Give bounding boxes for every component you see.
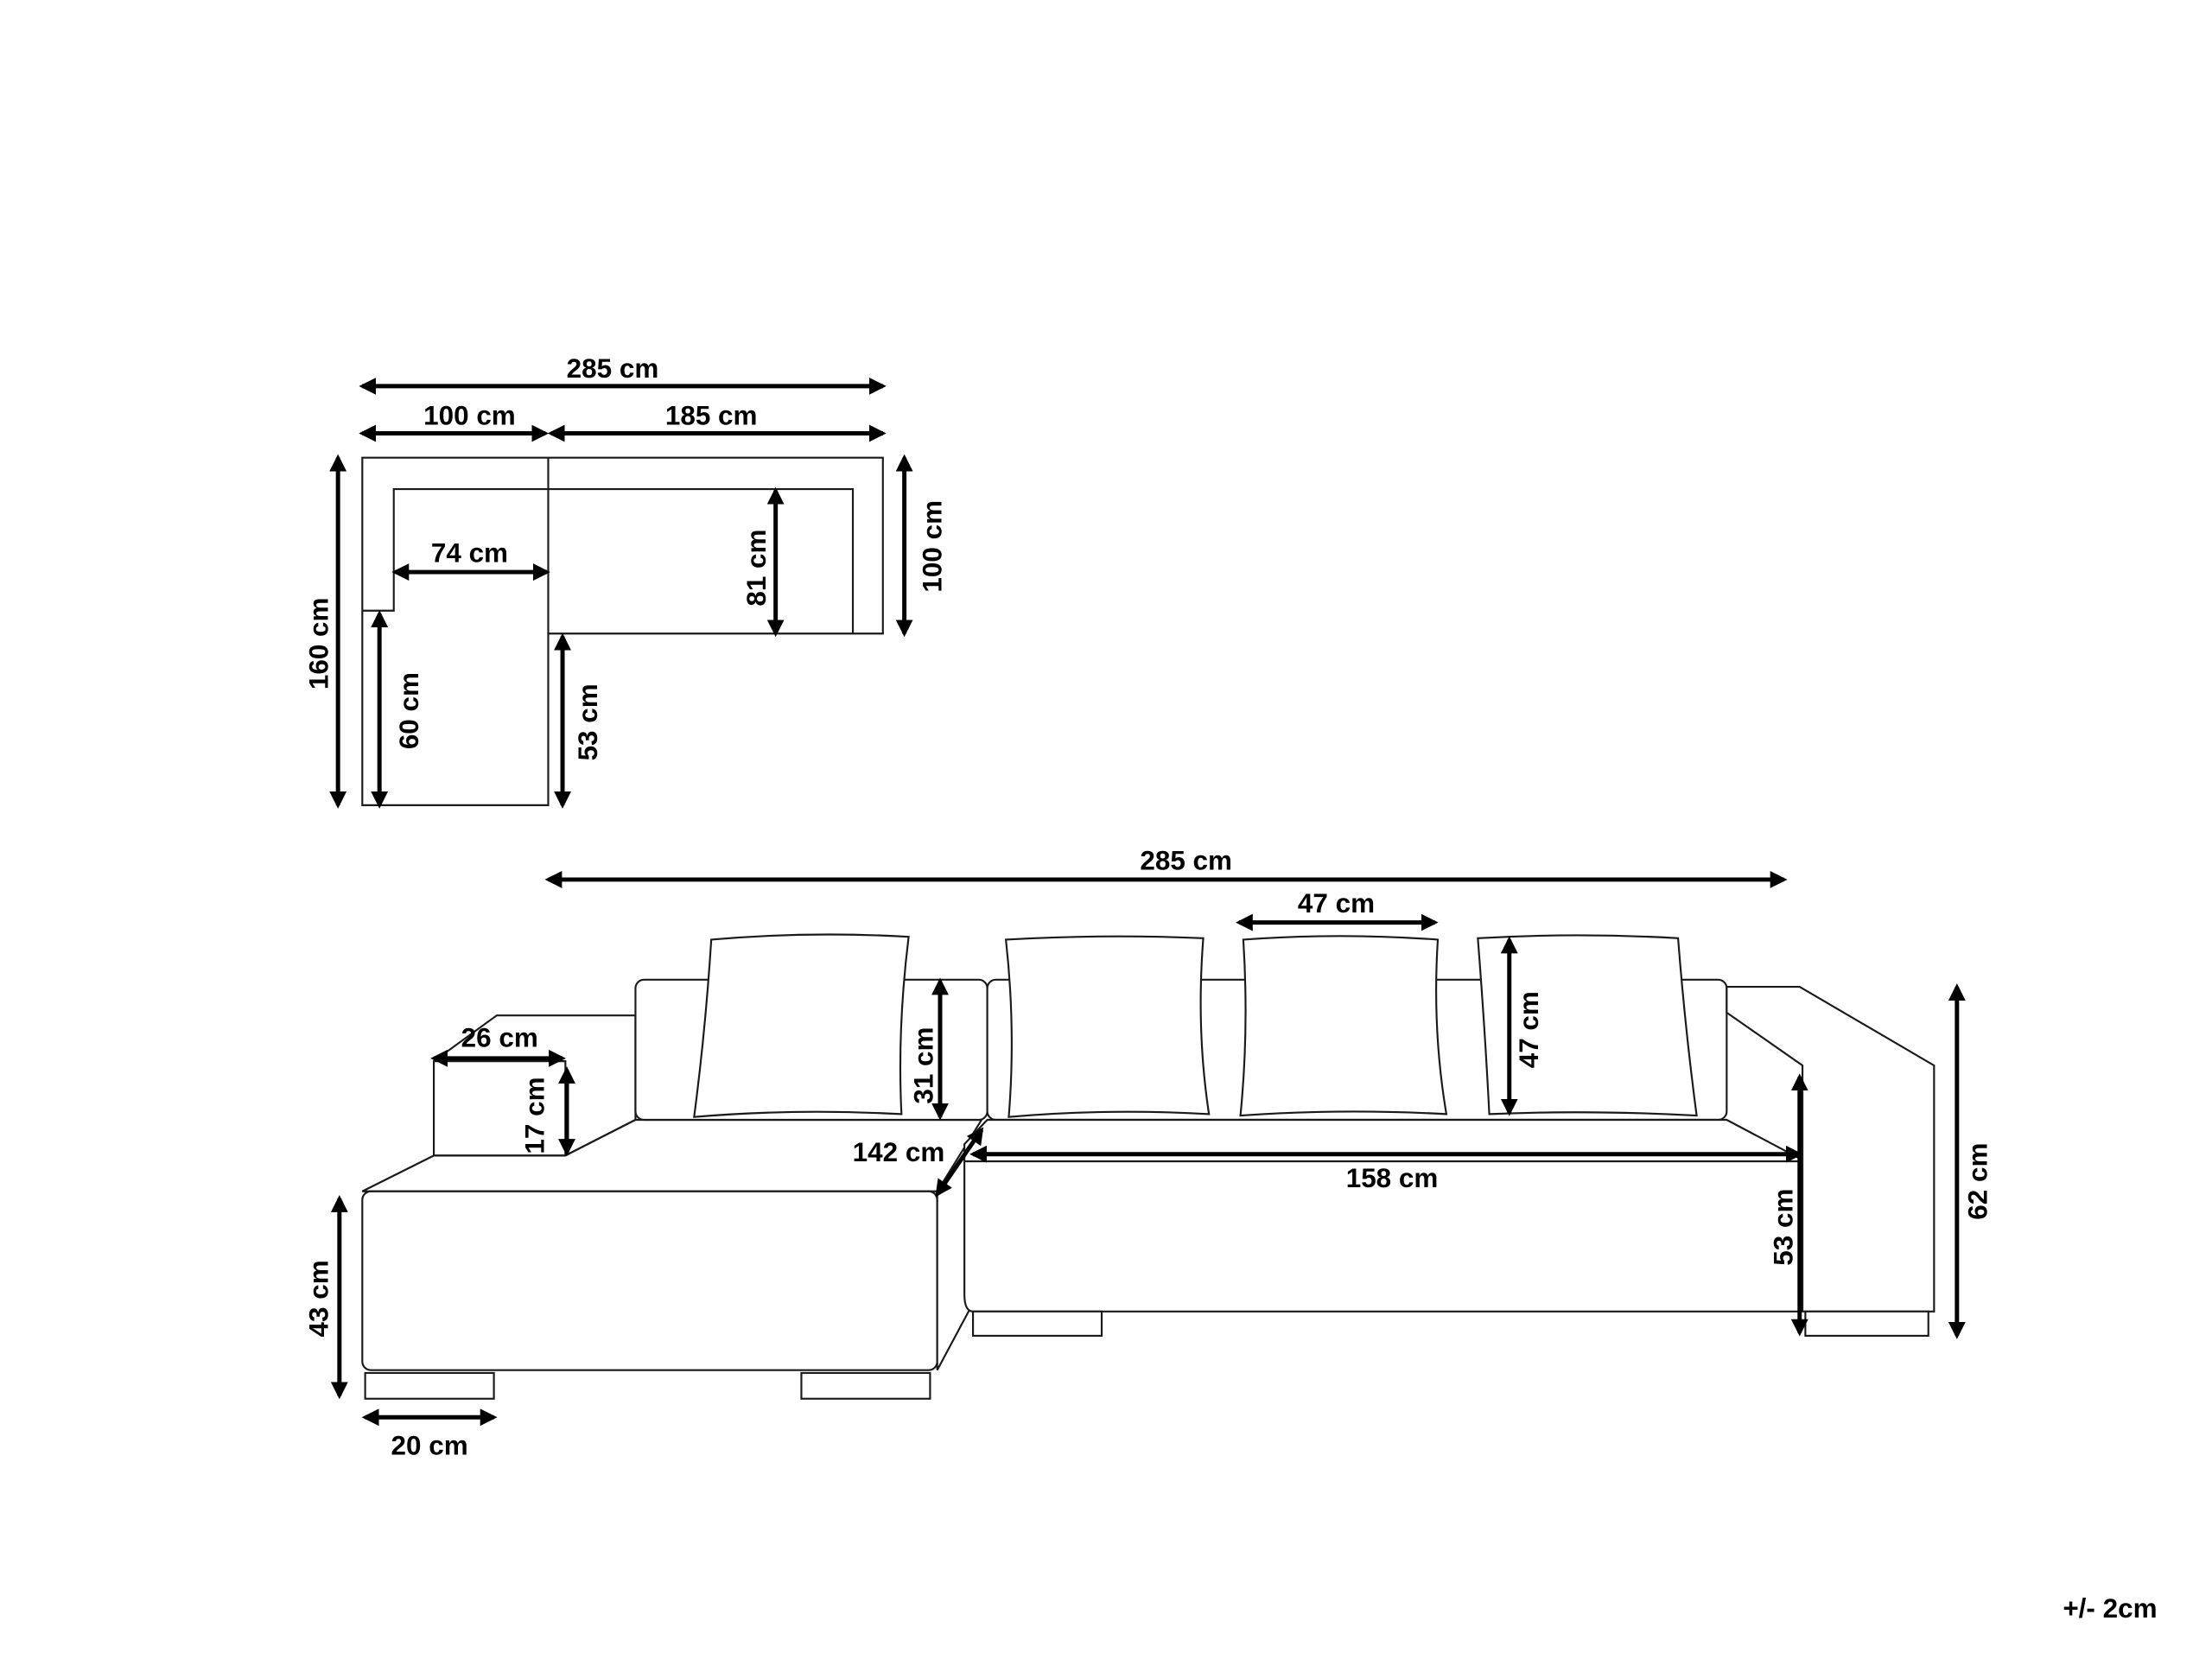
dim-label: 26 cm: [461, 1023, 538, 1053]
dim-label: 20 cm: [391, 1430, 468, 1460]
leg: [800, 1371, 931, 1400]
front-view: 285 cm 47 cm 26 cm 17 cm 31 cm 142 cm 15…: [304, 845, 1993, 1460]
dim-label: 53 cm: [1768, 1189, 1798, 1266]
dim-label: 158 cm: [1346, 1163, 1439, 1193]
main-seat: [963, 1118, 1801, 1313]
pillow: [1239, 935, 1448, 1117]
dim-label: 43 cm: [304, 1260, 334, 1337]
dim-label: 185 cm: [665, 401, 758, 431]
dim-label: 60 cm: [394, 672, 424, 749]
top-view: 285 cm 100 cm 185 cm 160 cm 60 cm 53 cm …: [304, 353, 948, 809]
pillow: [693, 933, 910, 1118]
dim-label: 17 cm: [520, 1077, 550, 1154]
dim-label: 74 cm: [431, 537, 508, 568]
pillow: [1004, 935, 1211, 1118]
chaise-front: [361, 1190, 938, 1371]
top-view-outline: [361, 456, 884, 806]
leg: [364, 1371, 495, 1400]
dim-label: 100 cm: [423, 401, 516, 431]
dim-label: 47 cm: [1298, 888, 1375, 918]
tolerance-note: +/- 2cm: [2063, 1593, 2157, 1624]
dim-label: 31 cm: [909, 1027, 939, 1104]
dim-arrow: [935, 1127, 984, 1198]
leg: [1804, 1310, 1929, 1338]
dim-label: 81 cm: [741, 530, 772, 607]
dim-label: 62 cm: [1963, 1143, 1993, 1220]
dim-label: 142 cm: [853, 1137, 945, 1167]
dim-label: 47 cm: [1514, 991, 1544, 1068]
dim-label: 53 cm: [573, 683, 603, 760]
pillow: [1477, 934, 1698, 1117]
dim-label: 285 cm: [567, 353, 659, 384]
dim-label: 285 cm: [1140, 845, 1232, 875]
leg: [971, 1310, 1103, 1338]
dim-label: 160 cm: [304, 598, 334, 690]
dim-label: 100 cm: [918, 500, 948, 593]
